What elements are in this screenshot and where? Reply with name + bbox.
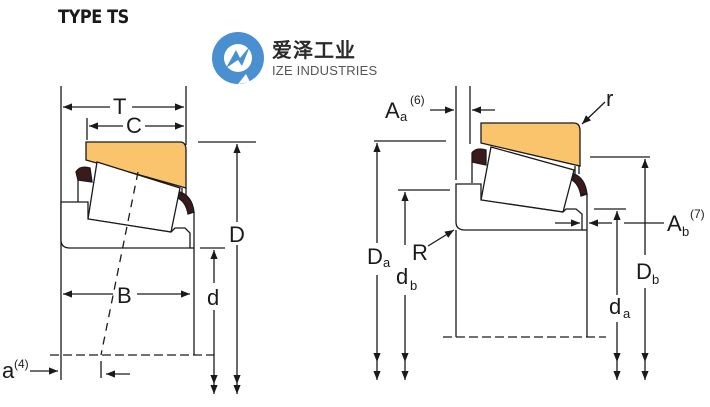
cup-outer-race <box>85 141 187 189</box>
label-Da-sub: a <box>383 255 391 270</box>
cage-left <box>75 166 93 183</box>
label-Ab-note: (7) <box>690 207 705 221</box>
label-da: d <box>609 294 621 319</box>
cage-left <box>471 148 487 166</box>
label-a-note: (4) <box>14 357 29 371</box>
label-D: D <box>229 222 245 247</box>
right-view <box>373 86 664 380</box>
label-a: a <box>2 358 15 383</box>
logo-name-en: IZE INDUSTRIES <box>272 63 378 78</box>
label-Ab: A <box>667 211 682 236</box>
cone-inner-race <box>455 183 583 231</box>
roller-axis <box>100 171 139 356</box>
label-Db-sub: b <box>652 272 659 287</box>
radius-R-leader <box>427 229 455 247</box>
label-C: C <box>126 113 142 138</box>
cone-inner-race <box>60 201 191 249</box>
label-Da: D <box>367 244 383 269</box>
radius-r-leader <box>581 101 606 125</box>
label-Aa-sub: a <box>400 109 408 124</box>
label-Aa-note: (6) <box>410 93 425 107</box>
label-T: T <box>113 94 126 119</box>
label-Ab-sub: b <box>682 224 689 239</box>
label-da-sub: a <box>623 306 631 321</box>
label-db-sub: b <box>410 278 417 293</box>
label-Aa: A <box>385 98 400 123</box>
cage-right <box>571 173 588 197</box>
page-title: TYPE TS <box>58 6 129 28</box>
label-Db: D <box>636 259 652 284</box>
cage-right <box>177 191 195 215</box>
left-view <box>30 86 256 394</box>
company-logo: 爱泽工业 IZE INDUSTRIES <box>210 30 390 86</box>
cup-outer-race <box>480 122 581 167</box>
logo-name-cn: 爱泽工业 <box>272 38 356 62</box>
label-r: r <box>606 86 613 111</box>
label-db: d <box>396 264 408 289</box>
ize-logo-icon <box>212 32 264 84</box>
label-R: R <box>412 240 428 265</box>
label-B: B <box>117 283 132 308</box>
label-d: d <box>207 285 219 310</box>
